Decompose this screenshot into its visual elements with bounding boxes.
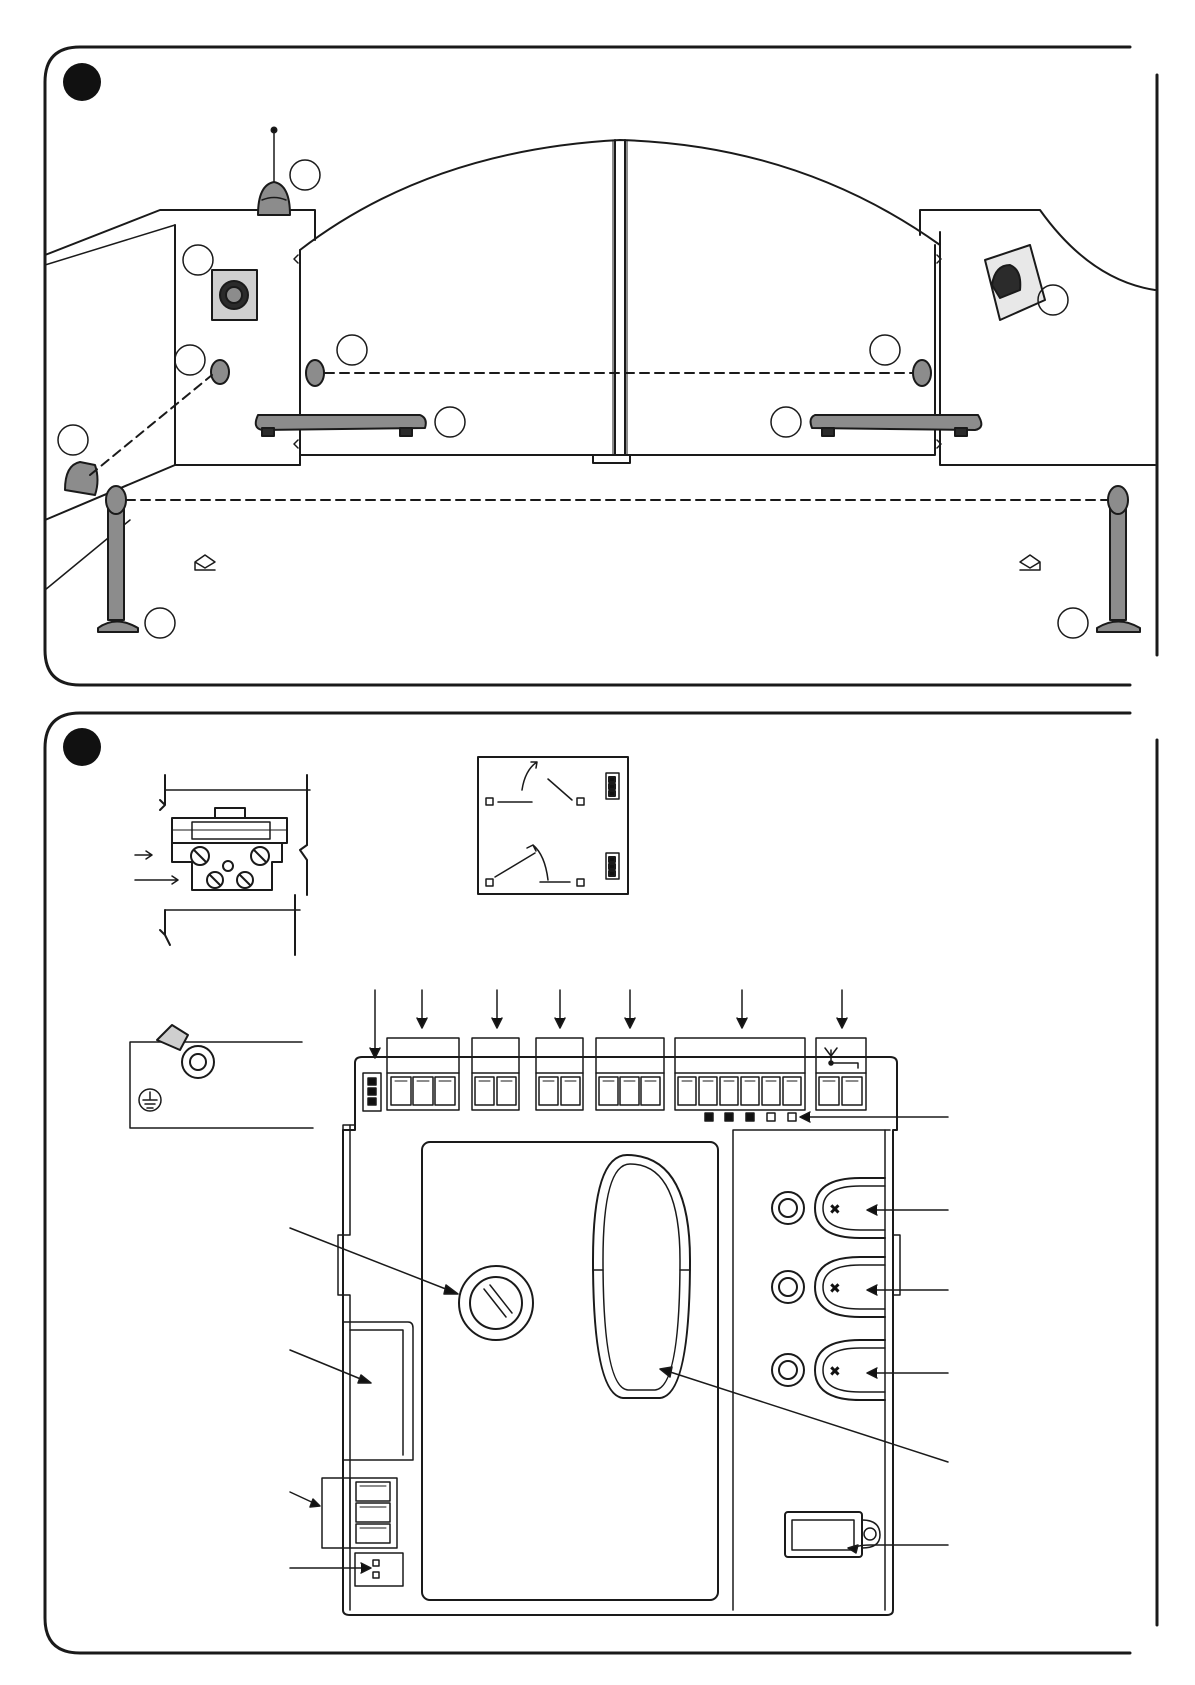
callout-circle [1058, 608, 1088, 638]
key-selector-device [212, 270, 257, 320]
gate-stop-right [1020, 555, 1040, 570]
gearmotor-right-device [811, 415, 982, 436]
gate-stop-left [195, 555, 215, 570]
gate-photocell-left-device [306, 360, 324, 386]
ground-terminal-detail [130, 1025, 313, 1128]
control-board [343, 1057, 897, 1615]
jumper-detail [478, 757, 628, 894]
small-connector-pointer-arrow [290, 1563, 371, 1573]
gate-scene [45, 140, 1155, 590]
terminal-blocks [363, 1038, 866, 1111]
led-pointer-arrow [800, 1112, 948, 1122]
figure-1-badge [63, 63, 101, 101]
terminal-block-detail [135, 775, 310, 955]
fuse-pointer-arrow [290, 1350, 371, 1383]
trimmer-potentiometer [459, 1266, 533, 1340]
photocell-transmitter-left [65, 462, 98, 495]
button-cross-mark: ✖ [829, 1281, 841, 1297]
fuse-slot [343, 1322, 413, 1460]
callout-circle [183, 245, 213, 275]
flashing-light-right-device [985, 245, 1045, 320]
status-leds [705, 1113, 796, 1121]
ground-symbol-icon [139, 1089, 161, 1111]
terminal-pointer-arrows [370, 990, 847, 1058]
wall-photocell-left-device [211, 360, 229, 384]
button-cross-mark: ✖ [829, 1364, 841, 1380]
radio-receiver-socket [593, 1155, 690, 1398]
callout-circle [435, 407, 465, 437]
side-clip-right [893, 1235, 900, 1295]
power-terminal-pointer-arrow [290, 1492, 320, 1507]
post-photocell-left-device [98, 486, 138, 632]
callout-circle [58, 425, 88, 455]
figure-2-badge [63, 728, 101, 766]
figure-1-callouts [58, 160, 1088, 638]
post-photocell-right-device [1097, 486, 1140, 632]
connector-lower-right [785, 1512, 880, 1557]
callout-circle [870, 335, 900, 365]
callout-circle [337, 335, 367, 365]
callout-circle [145, 608, 175, 638]
button-pointer-arrows [867, 1205, 948, 1378]
trimmer-pointer-arrow [290, 1228, 458, 1294]
callout-circle [175, 345, 205, 375]
power-terminal-block [322, 1478, 397, 1548]
gearmotor-left-device [256, 415, 426, 436]
gate-photocell-right-device [913, 360, 931, 386]
callout-circle [290, 160, 320, 190]
button-cross-mark: ✖ [829, 1202, 841, 1218]
receiver-pointer-arrow [660, 1367, 948, 1462]
flashing-light-left [258, 128, 290, 216]
callout-circle [771, 407, 801, 437]
